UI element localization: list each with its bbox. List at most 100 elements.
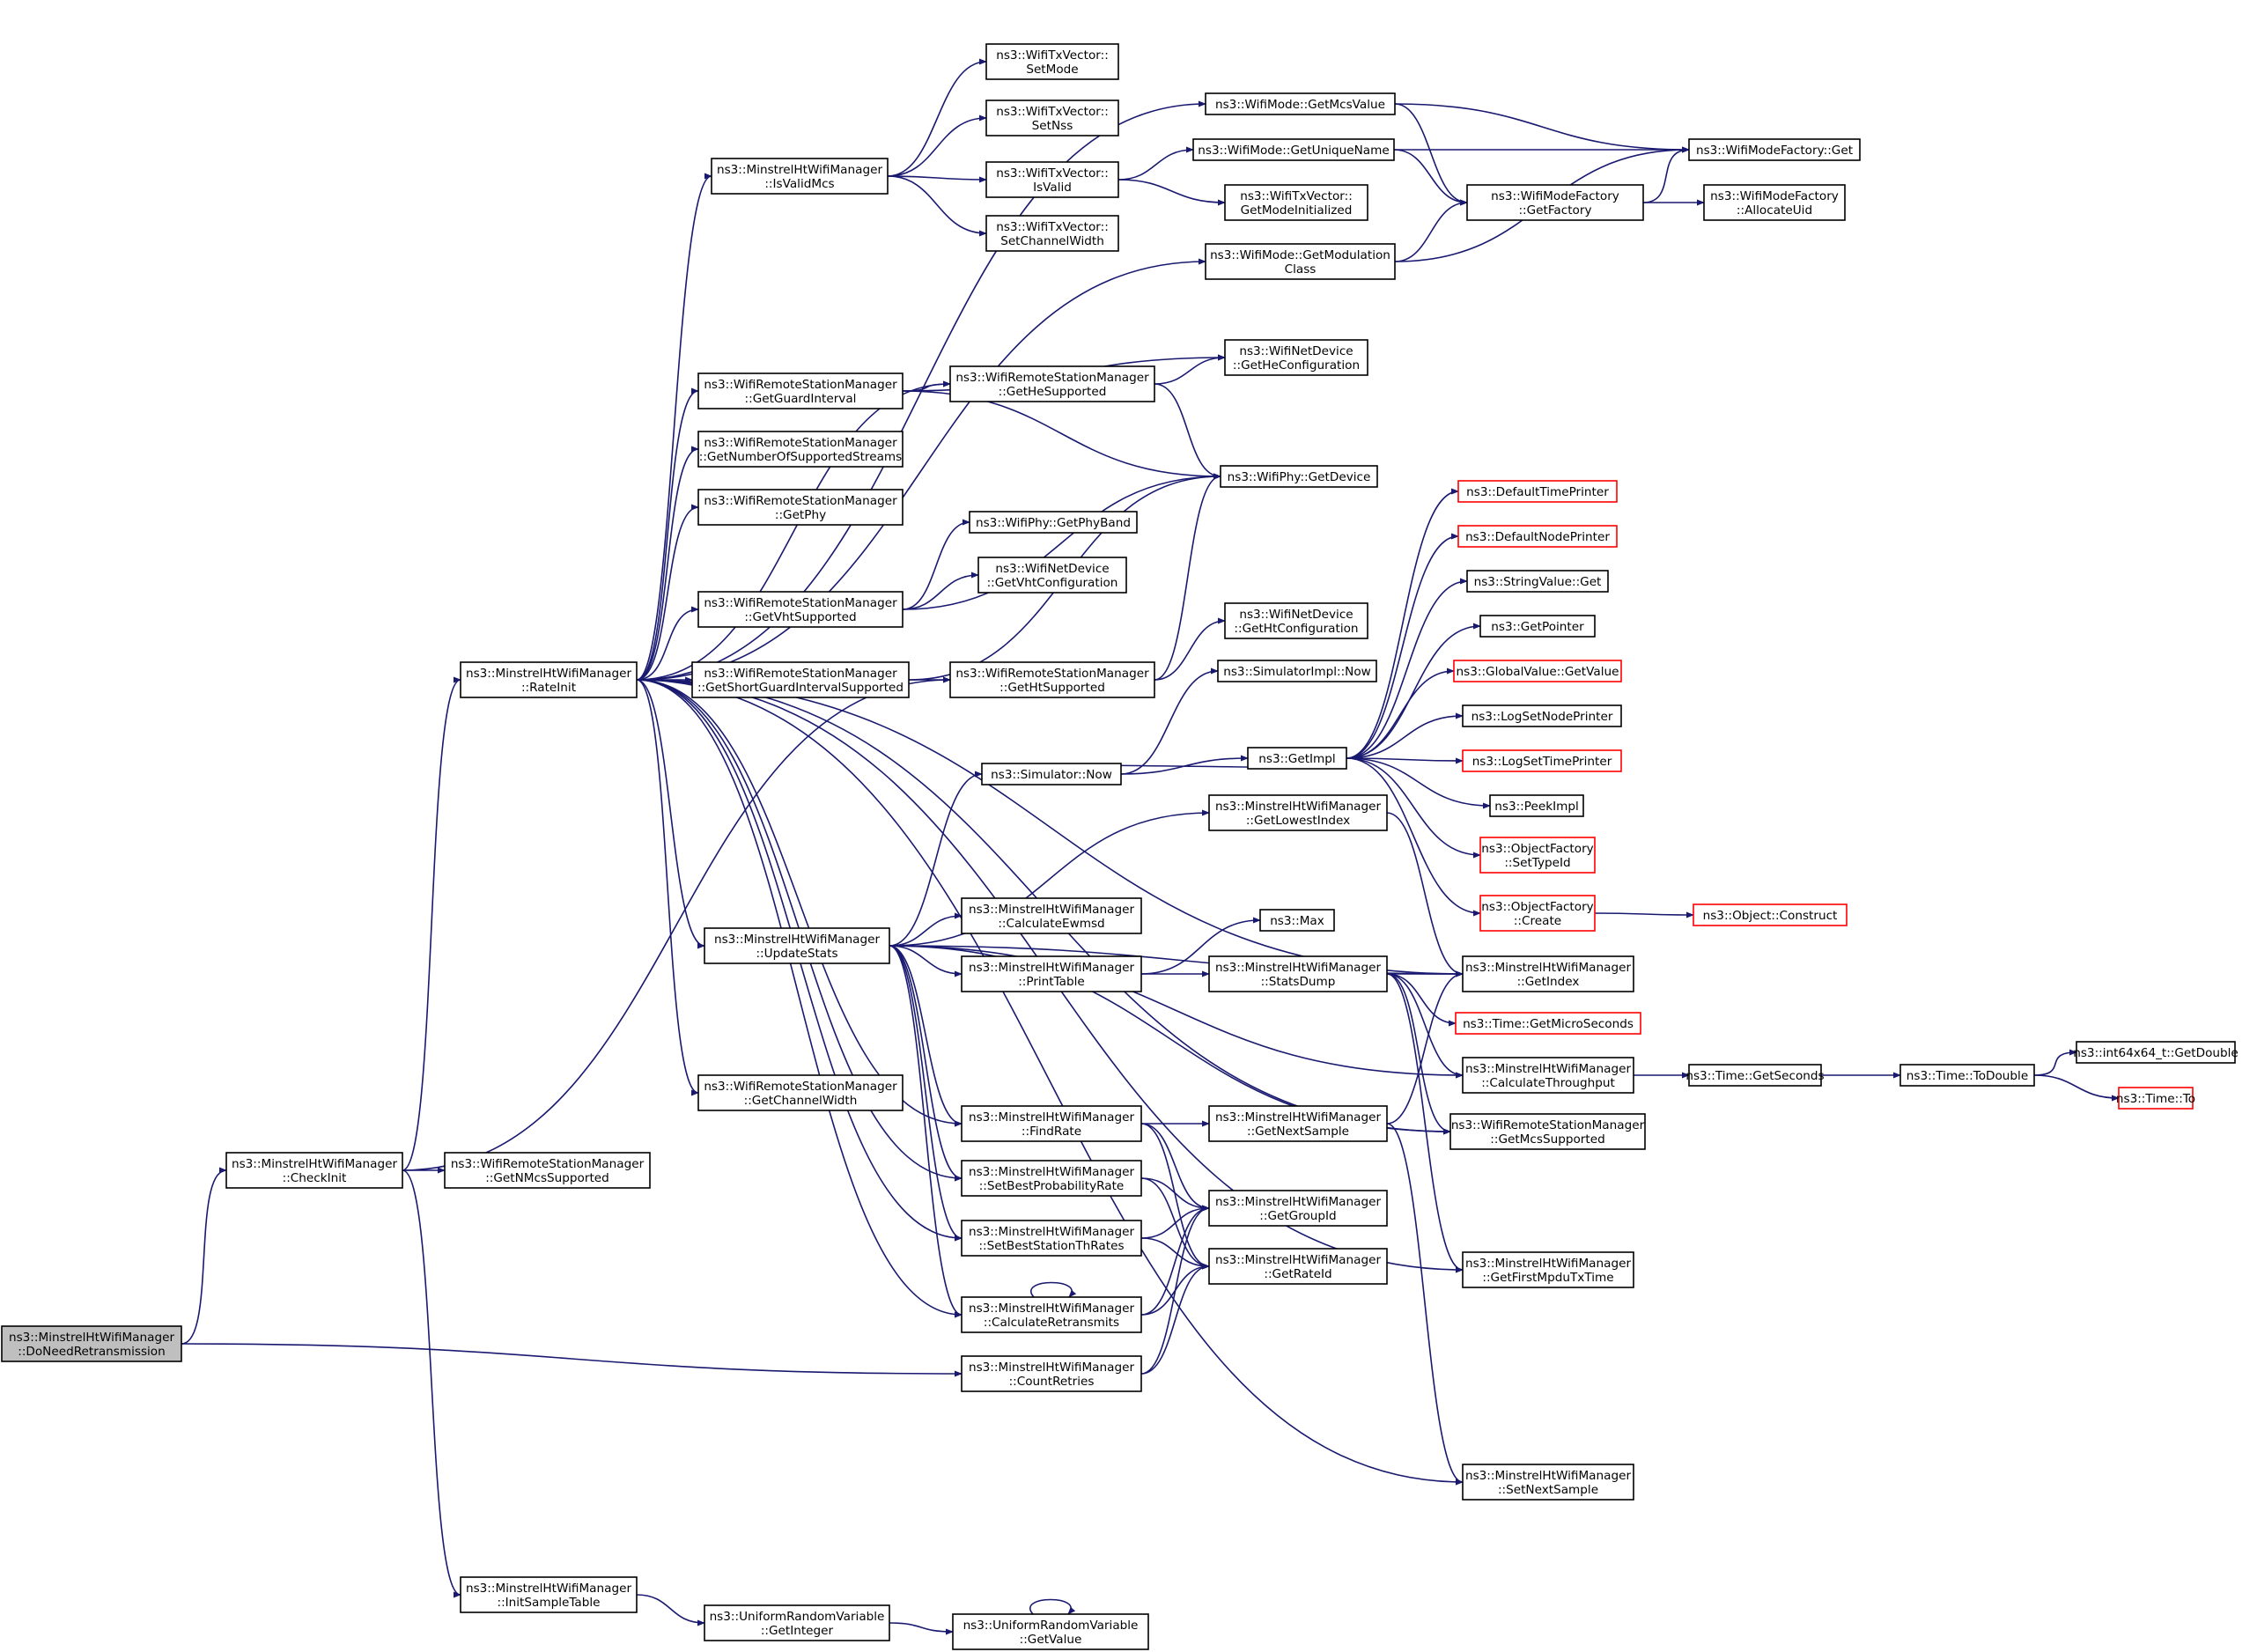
node-label: GetModeInitialized: [1241, 203, 1353, 218]
graph-node-n38[interactable]: ns3::WifiRemoteStationManager::GetHeSupp…: [949, 365, 1155, 402]
node-label: ns3::WifiRemoteStationManager: [955, 371, 1149, 385]
edge-n1-to-n2: [181, 1167, 227, 1345]
graph-node-n46[interactable]: ns3::MinstrelHtWifiManager::PrintTable: [961, 955, 1142, 992]
graph-node-n43[interactable]: ns3::MinstrelHtWifiManager::CalculateThr…: [1462, 1057, 1634, 1094]
graph-node-n12[interactable]: ns3::WifiRemoteStationManager::GetNumber…: [697, 431, 904, 468]
graph-node-n50[interactable]: ns3::Time::GetSeconds: [1685, 1064, 1825, 1087]
node-label: ::GetNMcsSupported: [485, 1171, 609, 1185]
graph-node-n56[interactable]: ns3::MinstrelHtWifiManager::StatsDump: [1208, 955, 1388, 992]
graph-node-n65[interactable]: ns3::LogSetTimePrinter: [1462, 749, 1622, 772]
graph-node-n48[interactable]: ns3::MinstrelHtWifiManager::SetBestStati…: [961, 1220, 1142, 1257]
graph-node-n34[interactable]: ns3::WifiTxVector::SetChannelWidth: [985, 215, 1119, 252]
node-box: [1457, 480, 1618, 503]
graph-node-n60[interactable]: ns3::DefaultNodePrinter: [1457, 525, 1618, 548]
graph-node-n63[interactable]: ns3::GlobalValue::GetValue: [1453, 660, 1622, 682]
graph-node-n53[interactable]: ns3::Time::To: [2116, 1087, 2195, 1110]
node-label: ns3::PeekImpl: [1494, 800, 1578, 814]
graph-node-n7[interactable]: ns3::WifiRemoteStationManager::GetHtSupp…: [949, 661, 1155, 698]
graph-node-n41[interactable]: ns3::WifiNetDevice::GetVhtConfiguration: [977, 557, 1127, 594]
graph-node-n2[interactable]: ns3::MinstrelHtWifiManager::CheckInit: [225, 1152, 403, 1189]
graph-node-n69[interactable]: ns3::StringValue::Get: [1466, 570, 1609, 593]
graph-node-n57[interactable]: ns3::Time::GetMicroSeconds: [1455, 1012, 1641, 1035]
graph-node-n64[interactable]: ns3::LogSetNodePrinter: [1462, 704, 1622, 727]
graph-node-n3[interactable]: ns3::MinstrelHtWifiManager::CountRetries: [961, 1355, 1142, 1392]
graph-node-n36[interactable]: ns3::WifiMode::GetUniqueName: [1192, 138, 1395, 161]
edge-n14-to-n41: [902, 572, 979, 610]
graph-node-n20[interactable]: ns3::MinstrelHtWifiManager::GetFirstMpdu…: [1462, 1251, 1634, 1288]
node-label: ::SetNextSample: [1498, 1483, 1598, 1497]
graph-node-n17[interactable]: ns3::WifiRemoteStationManager::GetChanne…: [697, 1074, 904, 1111]
edge-n33-to-n36: [1117, 146, 1194, 181]
node-label: ::UpdateStats: [756, 947, 837, 961]
graph-node-n58[interactable]: ns3::GetImpl: [1247, 747, 1347, 770]
graph-node-n30[interactable]: ns3::WifiModeFactory::Get: [1688, 138, 1861, 161]
graph-node-n29[interactable]: ns3::WifiModeFactory::GetFactory: [1466, 184, 1644, 221]
graph-node-n44[interactable]: ns3::MinstrelHtWifiManager::FindRate: [961, 1105, 1142, 1142]
graph-node-n8[interactable]: ns3::WifiMode::GetMcsValue: [1205, 92, 1396, 115]
node-label: ::IsValidMcs: [764, 177, 834, 191]
graph-node-n37[interactable]: ns3::WifiTxVector::GetModeInitialized: [1224, 184, 1368, 221]
graph-node-n70[interactable]: ns3::Object::Construct: [1693, 903, 1848, 926]
graph-node-n18[interactable]: ns3::MinstrelHtWifiManager::GetIndex: [1462, 955, 1634, 992]
graph-node-n13[interactable]: ns3::WifiRemoteStationManager::GetPhy: [697, 489, 904, 526]
graph-node-n62[interactable]: ns3::GetPointer: [1479, 615, 1596, 638]
graph-node-n40[interactable]: ns3::WifiPhy::GetPhyBand: [969, 511, 1138, 534]
graph-node-n67[interactable]: ns3::ObjectFactory::SetTypeId: [1479, 837, 1596, 874]
node-box: [1688, 138, 1861, 161]
edge-n9-to-n31: [887, 58, 987, 177]
graph-node-n59[interactable]: ns3::SimulatorImpl::Now: [1217, 660, 1377, 682]
graph-node-n31[interactable]: ns3::WifiTxVector::SetMode: [985, 43, 1119, 80]
graph-node-n35[interactable]: ns3::WifiModeFactory::AllocateUid: [1703, 184, 1846, 221]
graph-node-n39[interactable]: ns3::WifiNetDevice::GetHeConfiguration: [1224, 339, 1368, 376]
node-label: ::CalculateThroughput: [1481, 1076, 1615, 1090]
graph-node-n15[interactable]: ns3::WifiRemoteStationManager::GetShortG…: [691, 661, 910, 698]
graph-node-n5[interactable]: ns3::WifiRemoteStationManager::GetNMcsSu…: [444, 1152, 651, 1189]
graph-node-n16[interactable]: ns3::MinstrelHtWifiManager::UpdateStats: [704, 927, 890, 964]
graph-node-n26[interactable]: ns3::UniformRandomVariable::GetValue: [952, 1613, 1149, 1650]
graph-node-n9[interactable]: ns3::MinstrelHtWifiManager::IsValidMcs: [711, 158, 889, 195]
node-box: [1462, 1464, 1634, 1501]
node-box: [1224, 184, 1368, 221]
graph-node-n55[interactable]: ns3::Max: [1259, 909, 1335, 932]
graph-node-n1[interactable]: ns3::MinstrelHtWifiManager::DoNeedRetran…: [1, 1325, 182, 1362]
graph-node-n33[interactable]: ns3::WifiTxVector::IsValid: [985, 161, 1119, 198]
graph-node-n49[interactable]: ns3::Simulator::Now: [981, 763, 1122, 785]
graph-node-n51[interactable]: ns3::Time::ToDouble: [1899, 1064, 2035, 1087]
graph-node-n11[interactable]: ns3::WifiRemoteStationManager::GetGuardI…: [697, 372, 904, 409]
edge-n14-to-n28: [902, 473, 1221, 610]
graph-node-n42[interactable]: ns3::MinstrelHtWifiManager::CalculateEwm…: [961, 897, 1142, 934]
graph-node-n54[interactable]: ns3::MinstrelHtWifiManager::GetNextSampl…: [1208, 1105, 1388, 1142]
graph-node-n28[interactable]: ns3::WifiPhy::GetDevice: [1220, 465, 1378, 488]
node-box: [697, 489, 904, 526]
graph-node-n45[interactable]: ns3::MinstrelHtWifiManager::GetLowestInd…: [1208, 794, 1388, 831]
graph-node-n61[interactable]: ns3::DefaultTimePrinter: [1457, 480, 1618, 503]
graph-node-n47[interactable]: ns3::MinstrelHtWifiManager::SetBestProba…: [961, 1160, 1142, 1197]
edge-n56-to-n20: [1386, 973, 1464, 1273]
node-box: [225, 1152, 403, 1189]
graph-node-n21[interactable]: ns3::MinstrelHtWifiManager::SetNextSampl…: [1462, 1464, 1634, 1501]
graph-node-n27[interactable]: ns3::WifiNetDevice::GetHtConfiguration: [1224, 602, 1368, 639]
graph-node-n22[interactable]: ns3::MinstrelHtWifiManager::CalculateRet…: [961, 1296, 1142, 1333]
graph-node-n23[interactable]: ns3::MinstrelHtWifiManager::GetGroupId: [1208, 1190, 1388, 1227]
edge-n4-to-n9: [636, 173, 712, 681]
node-box: [1205, 92, 1396, 115]
graph-node-n52[interactable]: ns3::int64x64_t::GetDouble: [2073, 1041, 2239, 1064]
graph-node-n68[interactable]: ns3::PeekImpl: [1489, 794, 1584, 817]
node-box: [1449, 1113, 1646, 1150]
node-label: ns3::WifiRemoteStationManager: [704, 1080, 897, 1094]
graph-node-n24[interactable]: ns3::MinstrelHtWifiManager::GetRateId: [1208, 1248, 1388, 1285]
edge-n10-to-n29: [1394, 199, 1468, 262]
node-label: ::RateInit: [521, 681, 576, 695]
node-label: ns3::Time::ToDouble: [1907, 1069, 2028, 1083]
graph-node-n66[interactable]: ns3::ObjectFactory::Create: [1479, 895, 1596, 932]
node-label: ns3::MinstrelHtWifiManager: [717, 163, 882, 177]
graph-node-n32[interactable]: ns3::WifiTxVector::SetNss: [985, 100, 1119, 136]
graph-node-n14[interactable]: ns3::WifiRemoteStationManager::GetVhtSup…: [697, 591, 904, 628]
graph-node-n6[interactable]: ns3::MinstrelHtWifiManager::InitSampleTa…: [460, 1576, 638, 1613]
node-label: ::GetVhtSupported: [744, 610, 856, 624]
graph-node-n4[interactable]: ns3::MinstrelHtWifiManager::RateInit: [460, 661, 638, 698]
edge-n16-to-n49: [889, 771, 983, 947]
graph-node-n25[interactable]: ns3::UniformRandomVariable::GetInteger: [704, 1604, 890, 1641]
graph-node-n19[interactable]: ns3::WifiRemoteStationManager::GetMcsSup…: [1449, 1113, 1646, 1150]
